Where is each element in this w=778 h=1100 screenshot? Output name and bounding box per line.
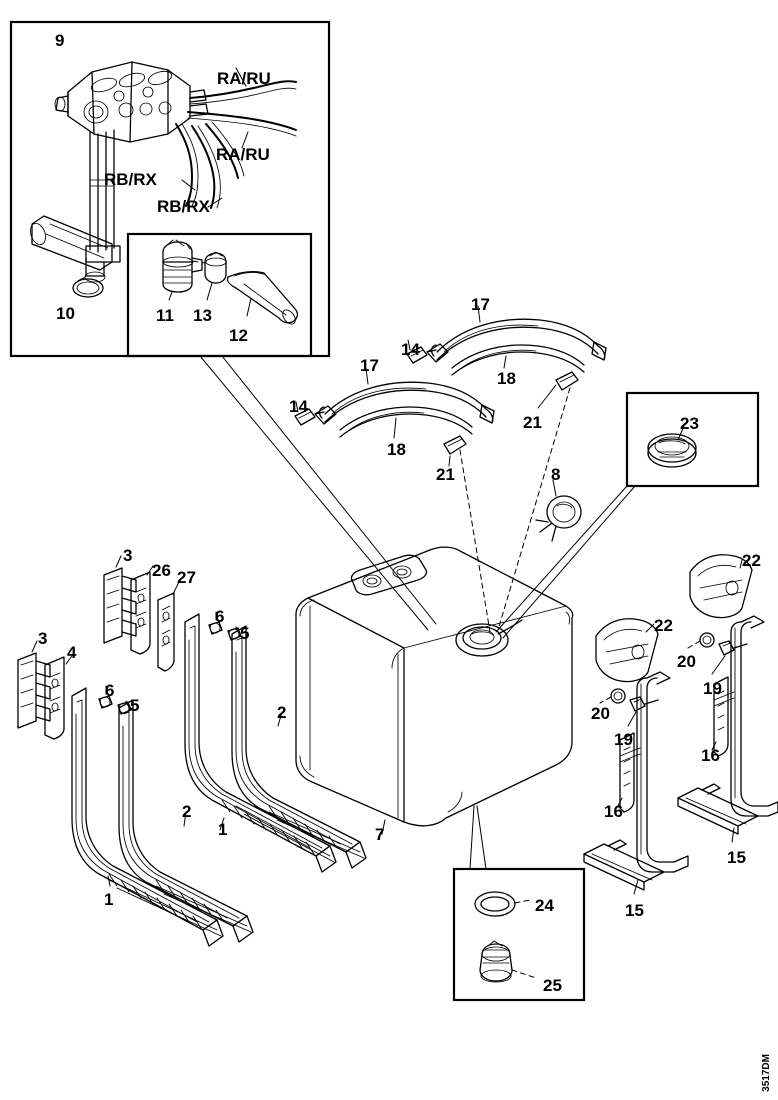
part-20-nut-rear [687,632,715,649]
part-27-clamp-strip-upper [157,579,181,672]
part-8-sender-unit [535,479,582,542]
part-13-connector [192,251,227,301]
callout-16: 16 [701,746,720,765]
part-2-mount-rail-lower [118,699,254,943]
callout-15: 15 [727,848,746,867]
callout-24: 24 [535,896,554,915]
hose-label-ra-ru: RA/RU [216,145,270,164]
callout-21: 21 [523,413,542,432]
hydraulic-hoses [175,67,297,209]
part-16-pad-rear [711,676,735,757]
callout-12: 12 [229,326,248,345]
part-14-bolt-front [294,401,325,426]
callout-5: 5 [130,696,140,715]
inset-box-fitting-hose [126,232,313,358]
part-9-lower-manifold [29,215,113,283]
callout-26: 26 [152,561,171,580]
callout-27: 27 [177,568,196,587]
callout-10: 10 [56,304,75,323]
callout-21: 21 [436,465,455,484]
part-26-spacer-upper [130,565,154,655]
part-3-mount-plate-upper [103,555,137,644]
inset-leader-lines [199,355,437,631]
part-15-strap-front [583,671,689,895]
callout-14: 14 [401,340,420,359]
callout-4: 4 [67,643,77,662]
hose-label-rb-rx: RB/RX [104,170,157,189]
part-18-strap-inner-rear [451,344,585,376]
callout-15: 15 [625,901,644,920]
callout-9: 9 [55,31,65,50]
part-1-mount-rail-lower [71,687,224,947]
callout-6: 6 [215,607,225,626]
callout-16: 16 [604,802,623,821]
callout-13: 13 [193,306,212,325]
callout-1: 1 [104,890,114,909]
part-3-mount-plate-lower [17,640,51,729]
part-9-downpipes [85,129,121,263]
callout-5: 5 [240,624,250,643]
part-22-bracket-rear [689,554,753,619]
part-14-bolt-rear [406,339,437,364]
callout-17: 17 [471,295,490,314]
callout-14: 14 [289,397,308,416]
callout-3: 3 [38,629,48,648]
callout-7: 7 [375,825,385,844]
callout-19: 19 [614,730,633,749]
callout-18: 18 [387,440,406,459]
part-21-clamp-front [443,435,491,633]
inset-box-drain-plug [452,805,586,1002]
part-6-bolt-lower [98,685,113,709]
part-18-strap-inner-front [339,406,473,439]
part-20-nut-front [599,688,626,704]
callout-11: 11 [156,306,174,325]
part-21-clamp-rear [497,371,579,631]
part-1-mount-rail-upper [184,613,337,873]
part-12-hose [226,270,299,325]
part-17-strap-front [314,367,495,425]
part-19-bolt-front [627,696,659,727]
callout-19: 19 [703,679,722,698]
callout-25: 25 [543,976,562,995]
filler-cap-inset-leader [495,485,636,639]
part-9-valve-block [54,61,209,143]
part-15-strap-rear [677,615,778,843]
part-6-bolt-upper [208,611,223,635]
part-4-spacer-lower [44,655,73,740]
part-17-strap-rear [426,305,607,363]
callout-22: 22 [654,616,673,635]
callout-1: 1 [218,820,228,839]
part-11-elbow-fitting [162,239,203,301]
part-25-drain-plug [479,940,537,983]
part-22-bracket-front [595,618,659,683]
callout-20: 20 [677,652,696,671]
part-16-pad-front [617,732,641,813]
callout-8: 8 [551,465,561,484]
part-7-hydraulic-tank [295,546,574,835]
callout-18: 18 [497,369,516,388]
callout-2: 2 [182,802,192,821]
inset-box-filler-cap [625,391,760,488]
part-10-seal-ring [72,277,104,298]
hose-label-rb-rx: RB/RX [157,197,210,216]
part-5-nut-upper [227,626,242,641]
part-24-gasket [474,891,531,917]
part-23-filler-cap [647,425,697,468]
callout-2: 2 [277,703,287,722]
callout-20: 20 [591,704,610,723]
hose-label-ra-ru: RA/RU [217,69,271,88]
callout-22: 22 [742,551,761,570]
part-2-mount-rail-upper [231,625,367,869]
callout-6: 6 [105,681,115,700]
callout-17: 17 [360,356,379,375]
callout-3: 3 [123,546,133,565]
callout-23: 23 [680,414,699,433]
part-19-bolt-rear [711,640,748,675]
sheet-code: 3517DM [761,1054,772,1092]
